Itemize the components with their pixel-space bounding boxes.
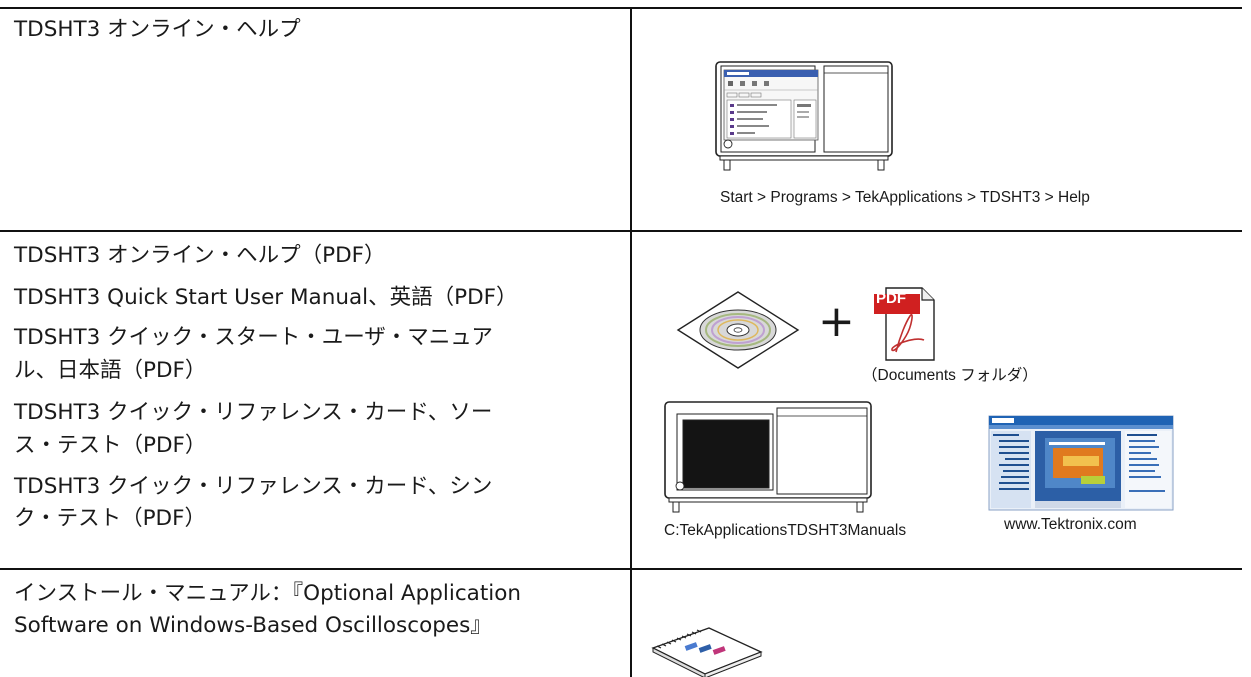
row2-item: TDSHT3 クイック・スタート・ユーザ・マニュア (14, 325, 493, 350)
manuals-path-caption: C:TekApplicationsTDSHT3Manuals (664, 522, 907, 539)
row2-item: ク・テスト（PDF） (14, 506, 206, 531)
oscilloscope-icon (664, 401, 872, 513)
table-rule-row2 (0, 568, 1242, 570)
row3-item: インストール・マニュアル：『Optional Application (14, 581, 522, 606)
row2-item: TDSHT3 クイック・リファレンス・カード、シン (14, 474, 493, 499)
plus-sign: + (818, 296, 855, 347)
row2-item: TDSHT3 Quick Start User Manual、英語（PDF） (14, 285, 518, 310)
help-path-caption: Start > Programs > TekApplications > TDS… (720, 189, 1090, 206)
tektronix-website-icon (988, 415, 1174, 511)
oscilloscope-help-screen-icon (715, 61, 893, 171)
table-rule-row1 (0, 230, 1242, 232)
table-rule-top (0, 7, 1242, 9)
row2-item: ル、日本語（PDF） (14, 358, 207, 383)
spiral-manual-icon (651, 627, 763, 677)
pdf-file-icon (874, 287, 935, 361)
tektronix-url-caption: www.Tektronix.com (1004, 516, 1137, 533)
row2-item: TDSHT3 オンライン・ヘルプ（PDF） (14, 243, 386, 268)
row2-item: TDSHT3 クイック・リファレンス・カード、ソー (14, 400, 493, 425)
cd-disc-icon (676, 291, 800, 369)
row2-item: ス・テスト（PDF） (14, 433, 207, 458)
row3-item: Software on Windows-Based Oscilloscopes』 (14, 613, 492, 638)
table-rule-column (630, 7, 632, 677)
row1-item: TDSHT3 オンライン・ヘルプ (14, 17, 301, 42)
pdf-badge: PDF (876, 290, 906, 307)
documents-folder-caption: （Documents フォルダ） (862, 367, 1038, 384)
